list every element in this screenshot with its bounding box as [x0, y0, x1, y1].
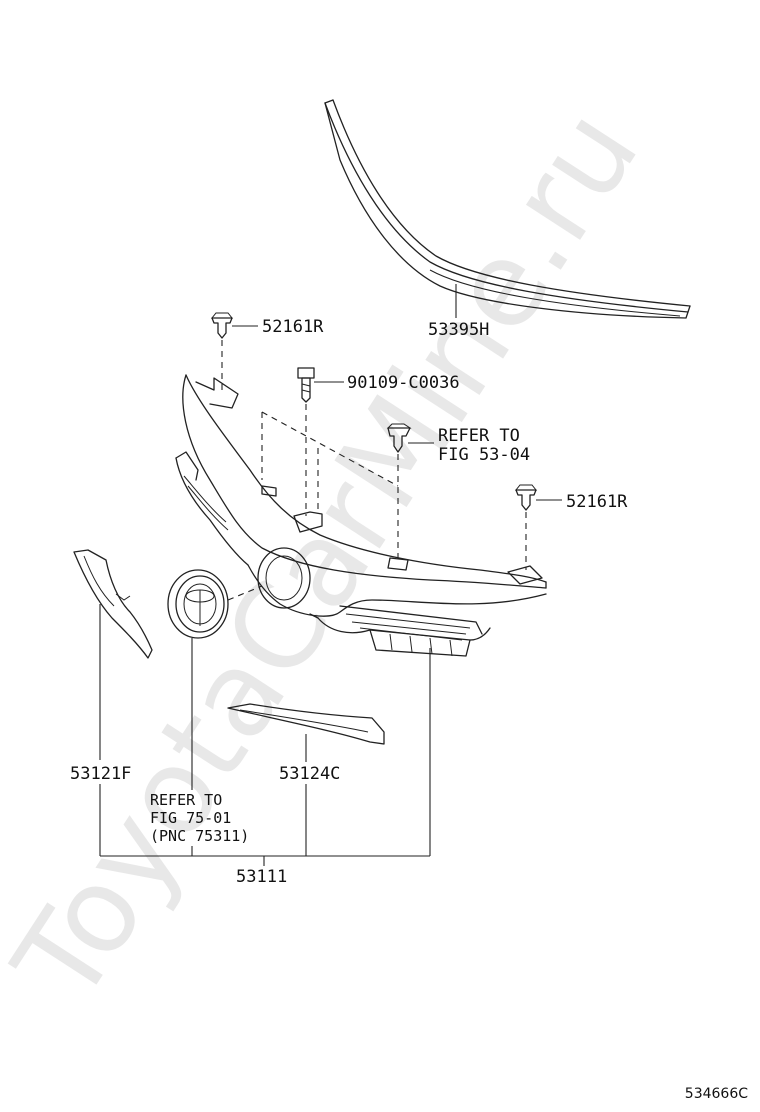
label-clip-right: 52161R [566, 492, 628, 512]
lower-molding-part [227, 703, 385, 745]
clip-center-part [386, 423, 412, 453]
label-clip-left: 52161R [262, 317, 324, 337]
emblem-part [167, 569, 229, 639]
label-trim-strip: 53395H [428, 320, 489, 340]
label-side-molding: 53121F [70, 764, 131, 784]
label-lower-molding: 53124C [279, 764, 340, 784]
side-molding-part [73, 549, 153, 659]
trim-strip-part [324, 99, 691, 319]
bolt-part [297, 367, 315, 403]
label-refer-clip-line2: FIG 53-04 [438, 445, 530, 465]
clip-right-part [514, 484, 538, 511]
label-refer-clip-line1: REFER TO [438, 426, 520, 446]
label-grille-assembly: 53111 [236, 867, 287, 887]
label-bolt: 90109-C0036 [347, 373, 460, 393]
grille-body-part [175, 374, 547, 657]
label-refer-emblem-line3: (PNC 75311) [150, 827, 249, 845]
bracket-alignment-lines [261, 411, 399, 510]
label-refer-emblem-line2: FIG 75-01 [150, 809, 231, 827]
clip-left-part [210, 312, 234, 339]
figure-code: 534666C [685, 1086, 748, 1102]
label-refer-emblem-line1: REFER TO [150, 791, 222, 809]
